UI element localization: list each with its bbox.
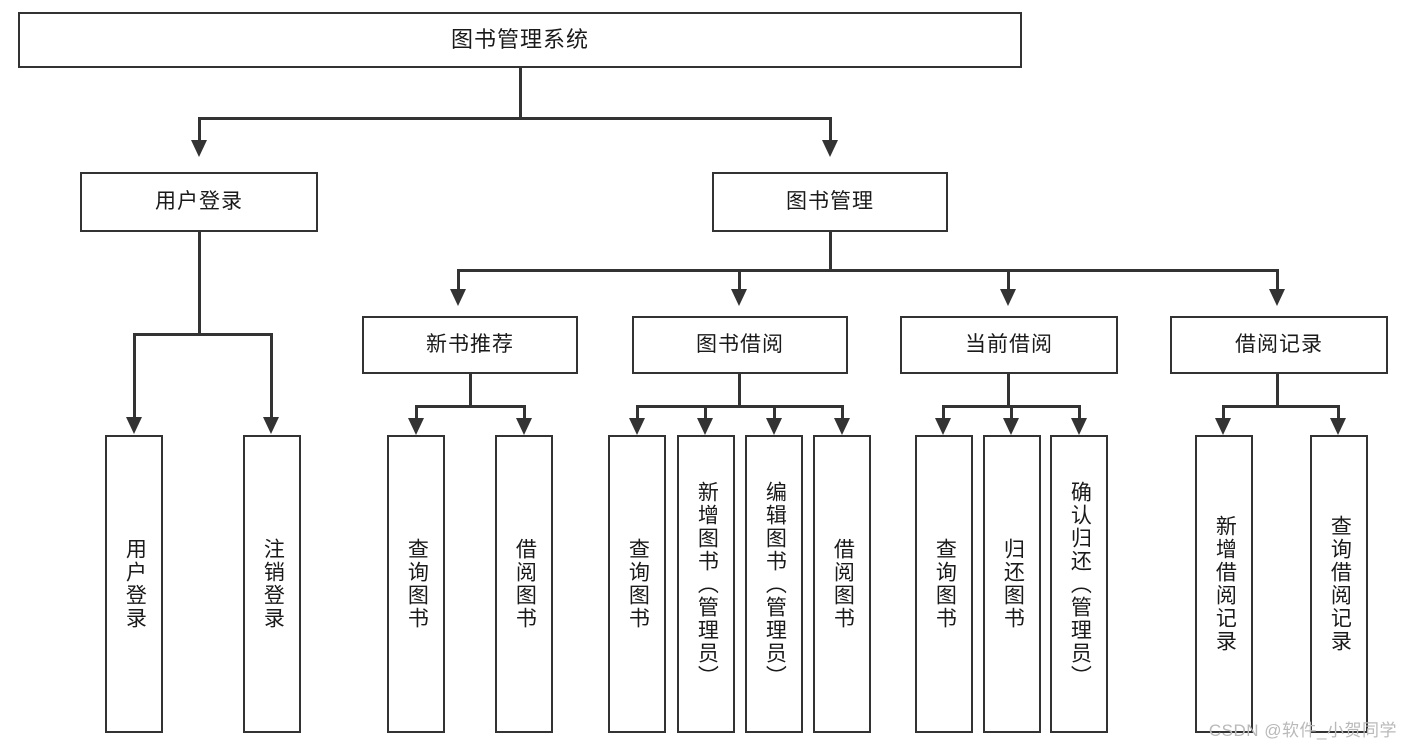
arrow-to-new-book [450,289,466,306]
node-new-book[interactable]: 新书推荐 [362,316,578,374]
leaf-current-borrow-1-label: 归还图书 [1001,538,1025,630]
connector-user-login-stem [198,232,201,335]
leaf-borrow-record-0[interactable]: 新增借阅记录 [1195,435,1253,733]
arrow-to-leaf-current-borrow-1 [1003,418,1019,435]
node-root[interactable]: 图书管理系统 [18,12,1022,68]
arrow-to-book-borrow [731,289,747,306]
connector-book-borrow-drop-3 [841,405,844,419]
node-borrow-record[interactable]: 借阅记录 [1170,316,1388,374]
connector-root-stem [519,68,522,119]
connector-current-borrow-stem [1007,374,1010,407]
connector-level3-drop-0 [457,269,460,290]
arrow-to-book-management [822,140,838,157]
arrow-to-current-borrow [1000,289,1016,306]
connector-book-borrow-drop-2 [773,405,776,419]
connector-current-borrow-drop-2 [1078,405,1081,419]
arrow-to-leaf-current-borrow-2 [1071,418,1087,435]
leaf-current-borrow-1[interactable]: 归还图书 [983,435,1041,733]
leaf-book-borrow-3-label: 借阅图书 [831,538,855,630]
node-user-login[interactable]: 用户登录 [80,172,318,232]
connector-user-login-drop-1 [270,333,273,418]
arrow-to-leaf-book-borrow-3 [834,418,850,435]
connector-book-borrow-drop-0 [636,405,639,419]
arrow-to-user-login [191,140,207,157]
leaf-user-login-0[interactable]: 用户登录 [105,435,163,733]
leaf-book-borrow-3[interactable]: 借阅图书 [813,435,871,733]
arrow-to-leaf-current-borrow-0 [935,418,951,435]
leaf-user-login-1[interactable]: 注销登录 [243,435,301,733]
leaf-current-borrow-0-label: 查询图书 [933,538,957,630]
leaf-book-borrow-2[interactable]: 编辑图书（管理员） [745,435,803,733]
arrow-to-leaf-book-borrow-0 [629,418,645,435]
arrow-to-leaf-new-book-1 [516,418,532,435]
leaf-new-book-1-label: 借阅图书 [513,538,537,630]
arrow-to-leaf-borrow-record-1 [1330,418,1346,435]
node-user-login-label: 用户登录 [155,189,243,213]
node-current-borrow-label: 当前借阅 [965,332,1053,356]
leaf-user-login-1-label: 注销登录 [261,538,285,630]
connector-book-borrow-drop-1 [704,405,707,419]
leaf-current-borrow-2-label: 确认归还（管理员） [1068,480,1092,688]
leaf-new-book-1[interactable]: 借阅图书 [495,435,553,733]
connector-book-borrow-stem [738,374,741,407]
connector-user-login-bus [133,333,272,336]
arrow-to-borrow-record [1269,289,1285,306]
leaf-book-borrow-1[interactable]: 新增图书（管理员） [677,435,735,733]
arrow-to-leaf-borrow-record-0 [1215,418,1231,435]
leaf-book-borrow-1-label: 新增图书（管理员） [695,480,719,688]
connector-new-book-bus [415,405,525,408]
node-book-management[interactable]: 图书管理 [712,172,948,232]
connector-borrow-record-drop-0 [1222,405,1225,419]
connector-borrow-record-drop-1 [1337,405,1340,419]
arrow-to-leaf-book-borrow-1 [697,418,713,435]
node-root-label: 图书管理系统 [450,27,589,53]
node-current-borrow[interactable]: 当前借阅 [900,316,1118,374]
connector-borrow-record-stem [1276,374,1279,407]
leaf-new-book-0[interactable]: 查询图书 [387,435,445,733]
connector-new-book-drop-0 [415,405,418,419]
leaf-user-login-0-label: 用户登录 [123,538,147,630]
leaf-new-book-0-label: 查询图书 [405,538,429,630]
leaf-book-borrow-0-label: 查询图书 [626,538,650,630]
connector-new-book-drop-1 [523,405,526,419]
leaf-borrow-record-1-label: 查询借阅记录 [1328,515,1352,653]
leaf-borrow-record-0-label: 新增借阅记录 [1213,515,1237,653]
connector-level2-drop-0 [198,117,201,141]
connector-level2-drop-1 [829,117,832,141]
node-new-book-label: 新书推荐 [426,332,514,356]
connector-level3-drop-1 [738,269,741,290]
leaf-current-borrow-0[interactable]: 查询图书 [915,435,973,733]
connector-level3-drop-2 [1007,269,1010,290]
connector-book-borrow-bus [636,405,844,408]
connector-borrow-record-bus [1222,405,1340,408]
leaf-borrow-record-1[interactable]: 查询借阅记录 [1310,435,1368,733]
leaf-book-borrow-0[interactable]: 查询图书 [608,435,666,733]
connector-current-borrow-drop-1 [1010,405,1013,419]
leaf-book-borrow-2-label: 编辑图书（管理员） [763,480,787,688]
connector-book-management-stem [829,232,832,271]
connector-level2-bus [198,117,832,120]
arrow-to-leaf-user-login-0 [126,417,142,434]
leaf-current-borrow-2[interactable]: 确认归还（管理员） [1050,435,1108,733]
node-borrow-record-label: 借阅记录 [1235,332,1323,356]
connector-user-login-drop-0 [133,333,136,418]
arrow-to-leaf-book-borrow-2 [766,418,782,435]
node-book-borrow-label: 图书借阅 [696,332,784,356]
node-book-borrow[interactable]: 图书借阅 [632,316,848,374]
connector-new-book-stem [469,374,472,407]
connector-current-borrow-drop-0 [942,405,945,419]
arrow-to-leaf-new-book-0 [408,418,424,435]
arrow-to-leaf-user-login-1 [263,417,279,434]
node-book-management-label: 图书管理 [786,189,874,213]
connector-level3-drop-3 [1276,269,1279,290]
connector-level3-bus [457,269,1279,272]
